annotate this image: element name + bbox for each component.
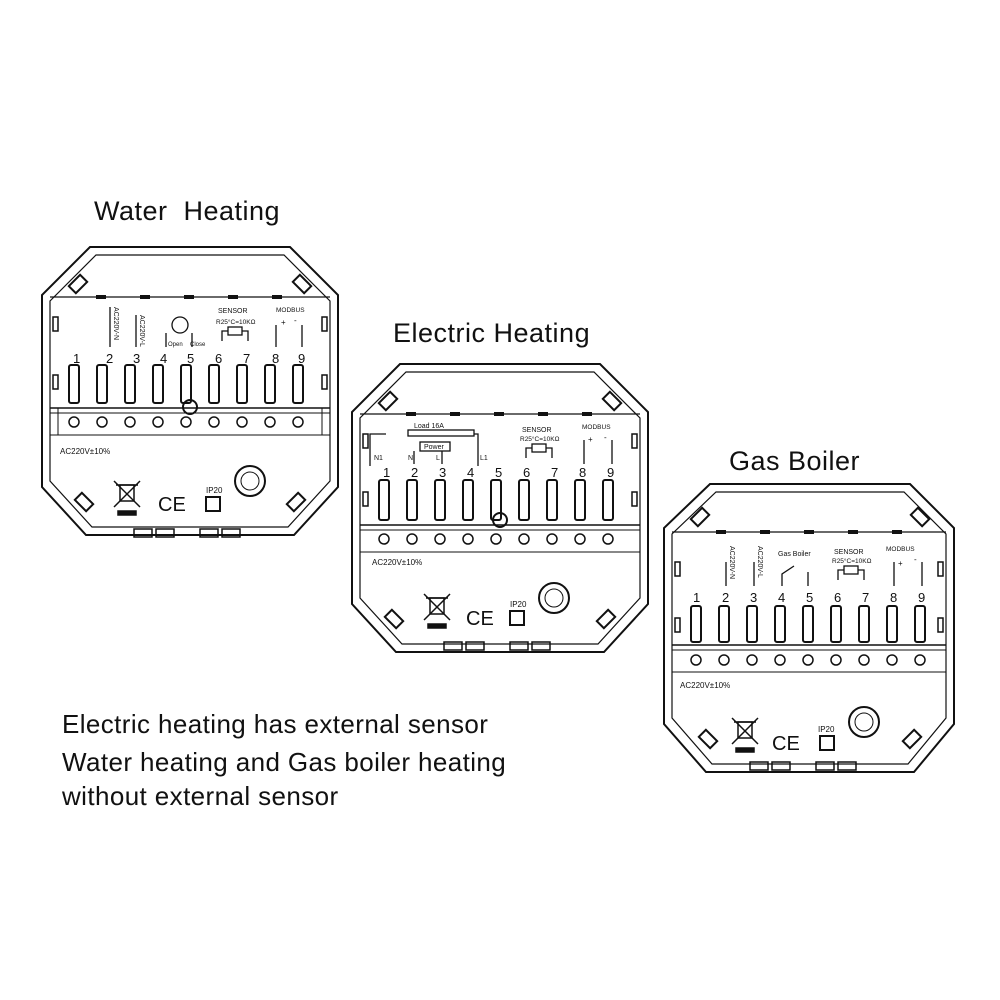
terminal-label: 5	[806, 590, 813, 605]
voltage-label: AC220V±10%	[60, 447, 110, 456]
terminal-label: 1	[73, 351, 80, 366]
terminal-label: 7	[243, 351, 250, 366]
terminal-label: 6	[215, 351, 222, 366]
sensor-value: R25°C=10KΩ	[520, 435, 560, 443]
ac-l-label: AC220V-L	[756, 546, 763, 578]
terminal-label: 8	[272, 351, 279, 366]
caption-line-3: without external sensor	[62, 781, 339, 811]
voltage-label: AC220V±10%	[372, 558, 422, 567]
ip-rating-label: IP20	[510, 600, 527, 609]
terminal-label: 8	[579, 465, 586, 480]
ip-rating-box	[205, 496, 221, 512]
voltage-label: AC220V±10%	[680, 681, 730, 690]
modbus-plus: +	[588, 435, 593, 444]
terminal-label: 9	[918, 590, 925, 605]
electric-heating-panel: 1 2 3 4 5 6 7 8 9 Load 16A Power N1 N L …	[351, 363, 649, 653]
gas-boiler-panel: 1 2 3 4 5 6 7 8 9 AC220V-N AC220V-L Gas …	[663, 483, 955, 773]
electric-heating-title: Electric Heating	[393, 318, 591, 348]
ip-rating-label: IP20	[206, 486, 223, 495]
terminal-label: 1	[383, 465, 390, 480]
sensor-label: SENSOR	[522, 427, 552, 434]
gas-boiler-label: Gas Boiler	[778, 551, 811, 558]
terminal-label: 2	[106, 351, 113, 366]
modbus-label: MODBUS	[886, 546, 915, 553]
n-label: N	[408, 455, 413, 462]
sensor-label: SENSOR	[218, 308, 248, 315]
terminal-label: 3	[439, 465, 446, 480]
modbus-label: MODBUS	[582, 424, 611, 431]
terminal-label: 3	[750, 590, 757, 605]
ac-n-label: AC220V-N	[112, 307, 119, 340]
weee-bin-icon	[113, 480, 141, 516]
water-heating-title: Water Heating	[94, 196, 281, 226]
terminal-label: 9	[298, 351, 305, 366]
ip-rating-box	[819, 735, 835, 751]
sensor-value: R25°C=10KΩ	[216, 318, 256, 326]
terminal-label: 7	[862, 590, 869, 605]
gas-boiler-title: Gas Boiler	[729, 446, 861, 476]
modbus-minus: -	[604, 433, 607, 442]
terminal-label: 6	[523, 465, 530, 480]
sensor-value: R25°C=10KΩ	[832, 557, 872, 565]
modbus-plus: +	[281, 318, 286, 327]
caption-line-1: Electric heating has external sensor	[62, 709, 489, 739]
ip-rating-label: IP20	[818, 725, 835, 734]
terminal-label: 5	[187, 351, 194, 366]
terminal-label: 1	[693, 590, 700, 605]
ce-mark: CE	[772, 733, 800, 755]
terminal-label: 2	[722, 590, 729, 605]
terminal-label: 9	[607, 465, 614, 480]
ac-n-label: AC220V-N	[728, 546, 735, 579]
ce-mark: CE	[158, 494, 186, 516]
terminal-label: 5	[495, 465, 502, 480]
terminal-label: 8	[890, 590, 897, 605]
ip-rating-box	[509, 610, 525, 626]
ce-mark: CE	[466, 608, 494, 630]
power-label: Power	[424, 444, 445, 451]
terminal-label: 4	[778, 590, 785, 605]
ac-l-label: AC220V-L	[138, 315, 145, 347]
terminal-label: 7	[551, 465, 558, 480]
terminal-label: 6	[834, 590, 841, 605]
sensor-label: SENSOR	[834, 549, 864, 556]
valve-open-label: Open	[168, 342, 183, 348]
modbus-label: MODBUS	[276, 307, 305, 314]
valve-close-label: Close	[190, 342, 206, 348]
l1-label: L1	[480, 455, 488, 462]
load-label: Load 16A	[414, 423, 444, 430]
terminal-label: 4	[160, 351, 167, 366]
weee-bin-icon	[423, 593, 451, 629]
modbus-plus: +	[898, 559, 903, 568]
modbus-minus: -	[294, 316, 297, 325]
n1-label: N1	[374, 455, 383, 462]
terminal-label: 2	[411, 465, 418, 480]
water-heating-panel: 1 2 3 4 5 6 7 8 9 AC220V-N AC220V-L Open…	[41, 246, 339, 538]
modbus-minus: -	[914, 555, 917, 564]
caption-line-2: Water heating and Gas boiler heating	[62, 747, 507, 777]
terminal-label: 4	[467, 465, 474, 480]
weee-bin-icon	[731, 717, 759, 753]
terminal-label: 3	[133, 351, 140, 366]
l-label: L	[436, 455, 440, 462]
